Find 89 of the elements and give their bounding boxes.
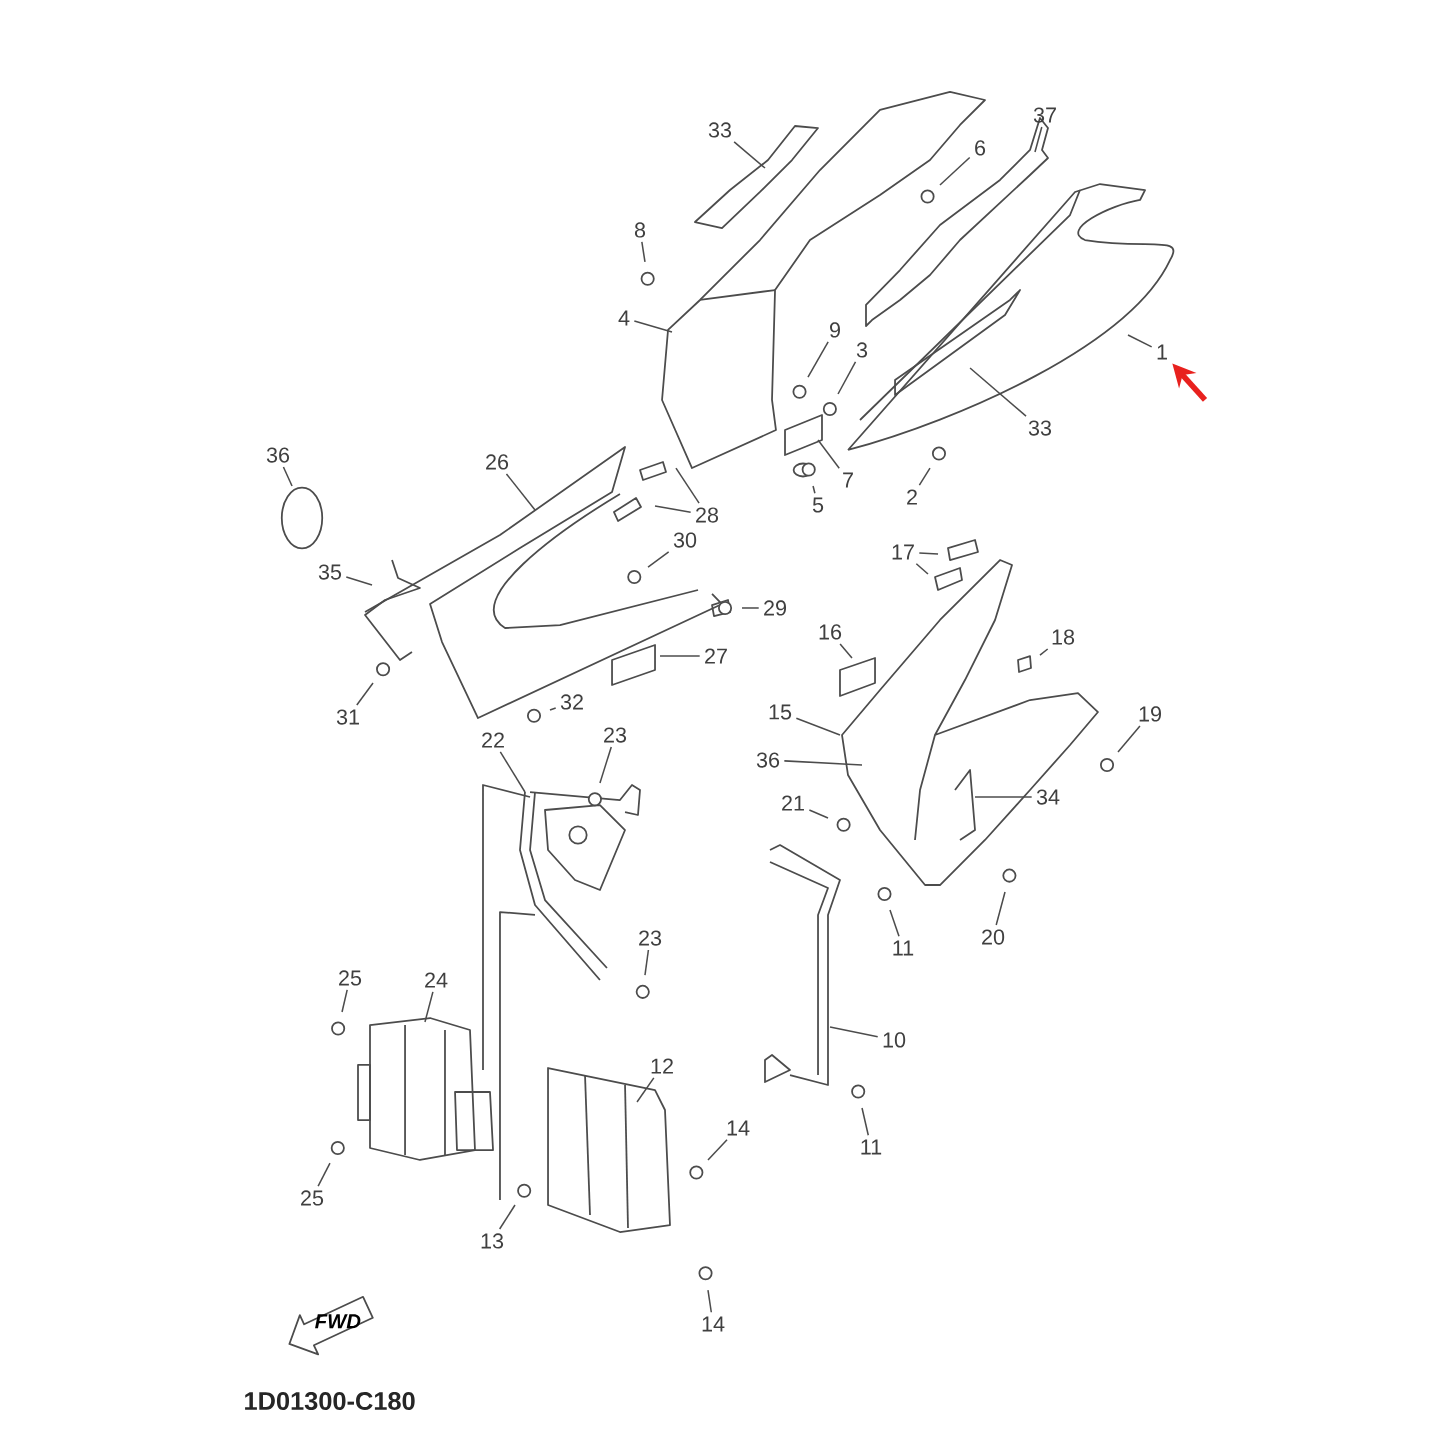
- callout-number: 19: [1139, 706, 1161, 722]
- callout-number: 34: [1036, 789, 1060, 805]
- leader-line: [707, 1138, 728, 1161]
- leader-line: [1039, 648, 1049, 656]
- callout-number: 36: [266, 447, 290, 463]
- leader-line: [817, 439, 840, 470]
- leader-line: [633, 320, 673, 333]
- callout-number: 14: [727, 1120, 750, 1136]
- callout-number: 30: [673, 532, 697, 548]
- leader-line: [969, 367, 1027, 417]
- leader-line: [647, 551, 670, 568]
- callout-number: 28: [696, 507, 719, 523]
- callout-number: 32: [560, 694, 583, 710]
- leader-line: [808, 809, 829, 819]
- callout-number: 35: [318, 564, 342, 580]
- callout-number: 10: [883, 1032, 906, 1048]
- leader-line: [675, 467, 700, 504]
- callout-number: 33: [708, 122, 732, 138]
- callout-number: 11: [861, 1139, 882, 1155]
- leader-line: [829, 1026, 879, 1038]
- leader-line: [549, 707, 557, 711]
- leader-line: [641, 241, 646, 263]
- callout-number: 31: [336, 709, 359, 725]
- leader-line: [498, 1204, 516, 1230]
- leader-line: [1127, 334, 1153, 348]
- leader-line: [654, 505, 692, 513]
- callout-number: 5: [812, 497, 824, 513]
- leader-line: [918, 552, 939, 555]
- callout-number: 18: [1052, 629, 1075, 645]
- callout-number: 14: [702, 1316, 725, 1332]
- leader-line: [795, 717, 841, 736]
- leader-line: [707, 1289, 713, 1313]
- callout-number: 7: [843, 472, 853, 488]
- leader-line: [861, 1107, 870, 1136]
- callout-number: 3: [856, 342, 868, 358]
- callout-number: 21: [782, 795, 804, 811]
- callout-number: 29: [764, 600, 786, 616]
- leader-line: [783, 760, 863, 766]
- leader-line: [995, 891, 1006, 926]
- leader-line: [356, 682, 374, 706]
- leader-line: [741, 607, 760, 609]
- callout-number: 17: [892, 544, 914, 560]
- leader-line: [889, 909, 900, 937]
- callout-number: 11: [893, 940, 914, 956]
- callout-number: 26: [486, 454, 509, 470]
- leader-line: [636, 1077, 655, 1103]
- callout-number: 27: [705, 648, 727, 664]
- leader-line: [282, 466, 293, 487]
- callout-number: 9: [830, 322, 840, 338]
- callout-number: 13: [481, 1233, 504, 1249]
- callout-number: 23: [604, 727, 627, 743]
- callout-number: 23: [639, 930, 662, 946]
- leader-line: [839, 643, 853, 659]
- leader-line: [599, 746, 612, 784]
- callout-number: 15: [769, 704, 792, 720]
- leader-line: [505, 473, 536, 511]
- leader-line: [915, 563, 929, 575]
- callout-number: 25: [301, 1190, 324, 1206]
- callout-number: 1: [1157, 344, 1167, 360]
- callout-number: 6: [975, 140, 986, 156]
- callout-number: 8: [634, 222, 646, 238]
- leader-line: [1034, 126, 1043, 153]
- leader-line: [1117, 725, 1141, 753]
- leader-line: [424, 991, 434, 1023]
- leader-line: [812, 485, 816, 494]
- leader-line: [644, 949, 650, 976]
- callout-number: 24: [425, 972, 448, 988]
- callout-number: 37: [1033, 107, 1056, 123]
- callout-number: 12: [651, 1058, 673, 1074]
- leader-line: [837, 361, 857, 395]
- leader-line: [807, 341, 829, 378]
- callout-number: 33: [1028, 420, 1052, 436]
- leader-line: [499, 751, 526, 793]
- leader-line: [659, 655, 701, 657]
- callout-number: 22: [482, 732, 504, 748]
- leader-line: [974, 796, 1033, 798]
- callout-number: 2: [907, 489, 917, 505]
- leader-line: [939, 156, 971, 186]
- leader-line: [918, 467, 931, 486]
- callout-number: 4: [618, 310, 630, 326]
- leader-line: [341, 989, 348, 1013]
- callout-number: 16: [819, 624, 842, 640]
- callout-number: 36: [756, 752, 780, 768]
- diagram-code: 1D01300-C180: [245, 1392, 415, 1410]
- callout-number: 25: [339, 970, 362, 986]
- leader-line: [317, 1162, 331, 1187]
- leader-line: [733, 141, 766, 169]
- leader-line: [345, 576, 373, 586]
- callout-number: 20: [982, 929, 1005, 945]
